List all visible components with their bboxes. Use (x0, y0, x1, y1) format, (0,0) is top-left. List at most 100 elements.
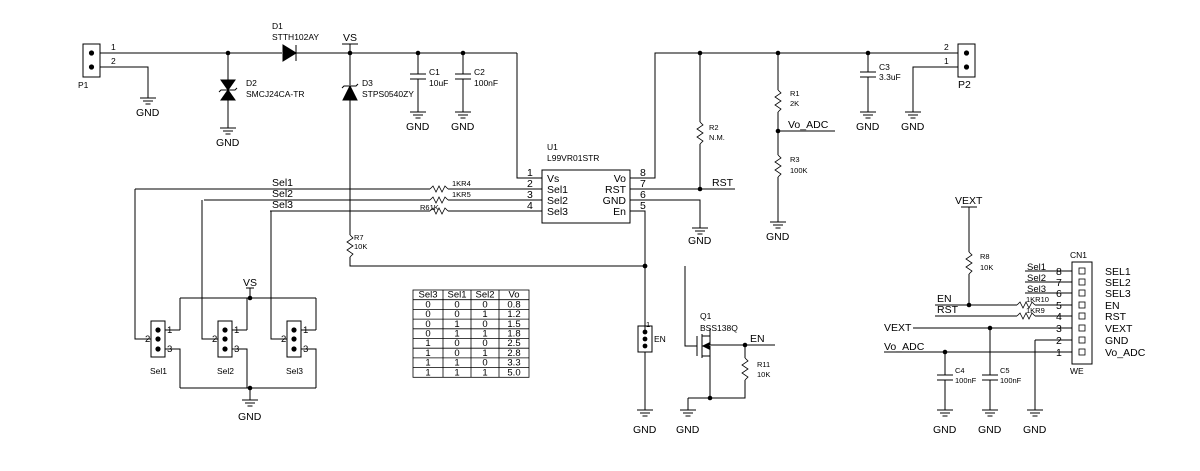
cn1-voadc-net-label: Vo_ADC (884, 341, 925, 353)
jumper-pin (222, 346, 228, 352)
jumper-label: Sel1 (150, 366, 167, 376)
vo-table-cell: 1 (454, 358, 459, 369)
u1-pin-number: 7 (640, 178, 646, 190)
jumper-pin (155, 336, 161, 342)
vo-table-cell: 0 (425, 329, 430, 340)
cn1-en-net-label: EN (937, 293, 952, 305)
r8-value: 10K (980, 263, 993, 272)
vo-table-cell: 0 (482, 358, 487, 369)
cn1-pin-pad (1078, 312, 1086, 320)
gnd-label-c3: GND (856, 121, 880, 133)
resistor-r2: R2 N.M. (696, 121, 725, 145)
u1-pin-number: 3 (527, 189, 533, 201)
vo-table-cell: 1.8 (507, 329, 520, 340)
q1-ref: Q1 (700, 311, 712, 321)
cn1-vext-net-label: VEXT (884, 322, 912, 334)
gnd-label-p2: GND (901, 121, 925, 133)
r2-ref: R2 (709, 123, 719, 132)
cn1-rst-net-label: RST (937, 304, 959, 316)
vo-table-cell: 0 (454, 348, 459, 359)
u1-pin-name: En (613, 206, 626, 218)
cn1-pin-number: 2 (1056, 335, 1062, 347)
p2-pin2-label: 2 (944, 42, 949, 52)
connector-p2: 2 1 P2 (944, 42, 976, 91)
u1-pin-number: 1 (527, 167, 533, 179)
r6-label: R61K (420, 203, 439, 212)
jumper-label: Sel2 (217, 366, 234, 376)
vo-table-cell: 1 (482, 329, 487, 340)
r2-value: N.M. (709, 133, 725, 142)
rst-net-label: RST (712, 177, 734, 189)
vo-table-cell: 0 (425, 299, 430, 310)
gnd-label-p1: GND (136, 107, 160, 119)
en-jumper: 1 EN (637, 320, 666, 353)
vo-table-cell: 0 (425, 319, 430, 330)
vo-table-header: Vo (508, 290, 519, 301)
cn1-pin-pad (1078, 301, 1086, 309)
d3-ref: D3 (362, 78, 373, 88)
gnd-label-d2: GND (216, 137, 240, 149)
cn1-pin-number: 4 (1056, 311, 1062, 323)
u1-pin-name: Sel1 (547, 184, 568, 196)
resistor-r9: 1KR9 (1016, 306, 1045, 320)
r3-ref: R3 (790, 155, 800, 164)
jumper-pin (222, 336, 228, 342)
vo-table-cell: 1 (482, 309, 487, 320)
cn1-pin-name: VEXT (1105, 323, 1133, 335)
u1-part: L99VR01STR (547, 153, 599, 163)
cn1-pin-name: EN (1105, 300, 1120, 312)
u1-pin-name: Vo (614, 173, 626, 185)
r9-label: 1KR9 (1026, 306, 1045, 315)
jumper-pin (222, 327, 228, 333)
cn1-pin-pad (1078, 278, 1086, 286)
capacitor-c2: C2 100nF (455, 53, 498, 112)
vo-table-cell: 0.8 (507, 299, 520, 310)
cn1-pin-name: GND (1105, 335, 1129, 347)
resistor-r7: R7 10K (346, 233, 367, 258)
vo-table-cell: 1 (425, 348, 430, 359)
d3-part: STPS0540ZY (362, 89, 414, 99)
vs-label-jumpers: VS (243, 277, 257, 289)
u1-pin-number: 4 (527, 200, 533, 212)
en-net-label: EN (750, 333, 765, 345)
c4-ref: C4 (955, 366, 965, 375)
connector-p1: 1 2 P1 (78, 42, 116, 90)
vo-table-cell: 1 (425, 358, 430, 369)
resistor-r11: R11 10K (741, 345, 770, 381)
p1-pin2-label: 2 (111, 56, 116, 66)
c1-ref: C1 (429, 67, 440, 77)
gnd-label-q1: GND (676, 424, 700, 436)
vo-table-cell: 1 (482, 348, 487, 359)
r1-value: 2K (790, 99, 799, 108)
u1-pin-name: RST (605, 184, 627, 196)
c3-value: 3.3uF (879, 72, 901, 82)
vo-table-cell: 1 (482, 367, 487, 378)
jumper-label: Sel3 (286, 366, 303, 376)
cn1-pin-name: SEL2 (1105, 277, 1131, 289)
capacitor-c5: C5 100nF (982, 328, 1022, 410)
q1-part: BSS138Q (700, 323, 738, 333)
r7-value: 10K (354, 242, 367, 251)
vo-table-cell: 0 (482, 338, 487, 349)
jumper-pin (291, 327, 297, 333)
jumper-pin (291, 346, 297, 352)
vo-table-cell: 1.2 (507, 309, 520, 320)
u1-ref: U1 (547, 142, 558, 152)
diode-d3: D3 STPS0540ZY (341, 78, 414, 101)
resistor-r3: R3 100K (774, 154, 808, 178)
r11-value: 10K (757, 370, 770, 379)
vo-table-cell: 5.0 (507, 367, 520, 378)
d1-part: STTH102AY (272, 32, 319, 42)
vo-table-header: Sel3 (418, 290, 437, 301)
vo-table-cell: 2.8 (507, 348, 520, 359)
cn1-pin-name: SEL1 (1105, 266, 1131, 278)
vo-table-cell: 1 (425, 338, 430, 349)
gnd-label-c4: GND (933, 424, 957, 436)
vo-table-cell: 0 (482, 319, 487, 330)
cn1-pin-number: 1 (1056, 347, 1062, 359)
r7-ref: R7 (354, 233, 364, 242)
